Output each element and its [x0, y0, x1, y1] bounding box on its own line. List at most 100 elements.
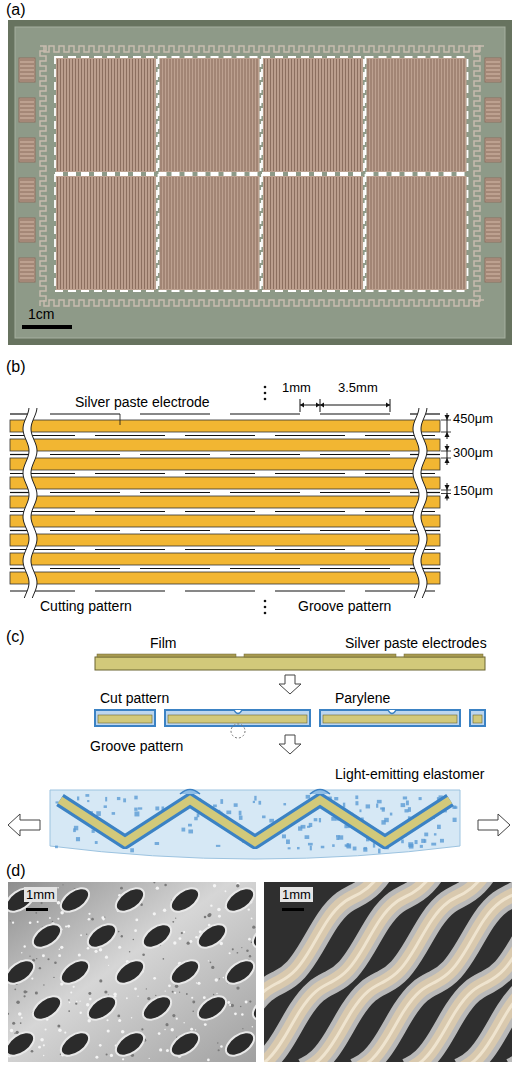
- drawing-part: [360, 59, 361, 171]
- dimension-label-text: 300μm: [453, 445, 493, 460]
- drawing-part: [486, 76, 500, 77]
- drawing-part: [388, 177, 389, 289]
- drawing-part: [232, 59, 233, 171]
- drawing-part: [373, 177, 374, 289]
- drawing-part: [394, 177, 395, 289]
- drawing-part: [451, 177, 452, 289]
- photo-sheet: [8, 20, 512, 345]
- drawing-part: [175, 985, 178, 988]
- drawing-part: [300, 59, 301, 171]
- drawing-part: [181, 177, 182, 289]
- drawing-part: [164, 884, 167, 887]
- drawing-part: [120, 887, 123, 890]
- drawing-part: [10, 549, 75, 550]
- drawing-part: [223, 977, 225, 979]
- drawing-part: [50, 530, 120, 531]
- drawing-part: [102, 177, 103, 289]
- drawing-part: [153, 912, 156, 915]
- drawing-part: [20, 280, 34, 281]
- drawing-part: [318, 177, 319, 289]
- drawing-part: [23, 990, 26, 993]
- drawing-part: [353, 847, 357, 851]
- drawing-part: [147, 59, 148, 171]
- drawing-part: [75, 177, 76, 289]
- drawing-part: [49, 917, 51, 919]
- drawing-part: [58, 1029, 61, 1032]
- drawing-part: [107, 1029, 110, 1032]
- drawing-part: [185, 473, 255, 474]
- drawing-part: [413, 408, 427, 598]
- drawing-part: [19, 58, 35, 82]
- drawing-part: [234, 803, 238, 807]
- drawing-part: [279, 59, 280, 171]
- drawing-part: [55, 57, 157, 173]
- drawing-part: [294, 59, 295, 171]
- drawing-part: [163, 59, 164, 171]
- drawing-part: [73, 986, 75, 988]
- drawing-part: [297, 59, 298, 171]
- drawing-part: [8, 1013, 9, 1015]
- drawing-part: [367, 59, 368, 171]
- drawing-part: [139, 919, 176, 952]
- drawing-part: [279, 735, 301, 754]
- drawing-part: [486, 276, 500, 277]
- dimension-label-text: 3.5mm: [338, 380, 378, 395]
- drawing-part: [321, 177, 322, 289]
- drawing-part: [248, 938, 251, 941]
- drawing-part: [264, 392, 267, 395]
- drawing-part: [486, 156, 500, 157]
- drawing-part: [20, 112, 34, 113]
- drawing-part: [310, 790, 330, 795]
- drawing-part: [264, 606, 267, 609]
- drawing-part: [178, 59, 179, 171]
- drawing-part: [74, 826, 78, 831]
- drawing-part: [88, 992, 91, 995]
- drawing-part: [273, 177, 274, 289]
- drawing-part: [241, 59, 242, 171]
- drawing-part: [138, 807, 142, 809]
- drawing-part: [486, 152, 500, 153]
- drawing-part: [172, 177, 173, 289]
- drawing-part: [190, 940, 193, 943]
- part-label: Silver paste electrodes: [345, 635, 487, 651]
- drawing-part: [19, 178, 35, 202]
- drawing-part: [231, 1004, 234, 1007]
- drawing-part: [249, 991, 256, 1024]
- drawing-part: [20, 260, 34, 261]
- drawing-part: [320, 492, 390, 493]
- drawing-part: [319, 818, 321, 822]
- drawing-part: [453, 818, 457, 822]
- drawing-part: [20, 116, 34, 117]
- drawing-part: [10, 572, 440, 584]
- drawing-part: [81, 177, 82, 289]
- part-label-text: Cutting pattern: [40, 598, 132, 614]
- drawing-part: [320, 710, 460, 726]
- drawing-part: [486, 140, 500, 141]
- drawing-part: [208, 59, 209, 171]
- drawing-part: [230, 413, 300, 414]
- drawing-part: [75, 1002, 77, 1004]
- drawing-part: [240, 1006, 242, 1008]
- drawing-part: [258, 801, 261, 805]
- drawing-part: [180, 790, 200, 795]
- drawing-part: [263, 58, 363, 172]
- drawing-part: [232, 177, 233, 289]
- drawing-part: [182, 828, 186, 832]
- drawing-part: [248, 908, 250, 910]
- drawing-part: [102, 59, 103, 171]
- drawing-part: [330, 59, 331, 171]
- drawing-part: [140, 413, 210, 414]
- drawing-part: [50, 790, 460, 859]
- drawing-part: [78, 59, 79, 171]
- drawing-part: [20, 192, 34, 193]
- drawing-part: [409, 59, 410, 171]
- drawing-part: [193, 177, 194, 289]
- drawing-part: [346, 845, 351, 848]
- drawing-part: [448, 177, 449, 289]
- drawing-part: [345, 177, 346, 289]
- drawing-part: [365, 511, 435, 512]
- drawing-part: [96, 59, 97, 171]
- drawing-part: [237, 952, 239, 954]
- part-label: Cutting pattern: [40, 598, 132, 614]
- drawing-part: [247, 59, 248, 171]
